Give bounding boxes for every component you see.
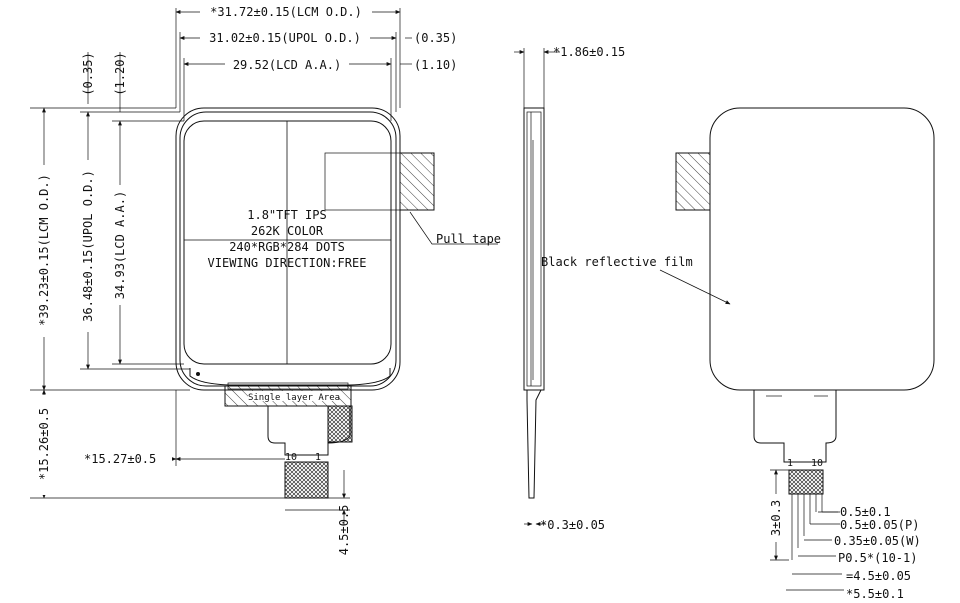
dim-top-offset-1: (0.35)	[81, 52, 95, 95]
dim-back-fpc-length: 3±0.3	[769, 500, 783, 536]
dim-pad-c: 0.35±0.05(W)	[834, 534, 921, 548]
back-view: Black reflective film 1 10 3±0.3 0.5±0.1…	[541, 107, 935, 601]
back-pin-1: 1	[787, 458, 793, 469]
dim-upol-od-width: 31.02±0.15(UPOL O.D.)	[209, 31, 361, 45]
single-layer-label: Single layer Area	[248, 393, 340, 403]
back-pin-10: 10	[811, 458, 823, 469]
front-pin-10: 10	[285, 452, 297, 463]
back-pull-tape	[675, 152, 711, 211]
side-profile-outer	[523, 107, 545, 391]
dim-lcm-od-width: *31.72±0.15(LCM O.D.)	[210, 5, 362, 19]
dim-fpc-bottom: 4.5±0.5	[337, 505, 351, 556]
dim-pad-b: 0.5±0.05(P)	[840, 518, 919, 532]
side-view: *1.86±0.15 *0.3±0.05	[514, 45, 625, 532]
spec-line-2: 262K COLOR	[251, 224, 324, 238]
black-reflective-film-label: Black reflective film	[541, 255, 693, 269]
dim-lcd-aa-width: 29.52(LCD A.A.)	[233, 58, 341, 72]
back-fpc-outline	[753, 390, 837, 463]
dim-fpc-thickness: *0.3±0.05	[540, 518, 605, 532]
active-area-outline	[183, 120, 392, 365]
dim-pad-e: =4.5±0.05	[846, 569, 911, 583]
dim-pad-a: 0.5±0.1	[840, 505, 891, 519]
spec-line-4: VIEWING DIRECTION:FREE	[208, 256, 367, 270]
dim-upol-od-height-text: 36.48±0.15(UPOL O.D.)	[81, 170, 95, 322]
back-outline	[709, 107, 935, 391]
spec-line-1: 1.8"TFT IPS	[247, 208, 326, 222]
front-view: 1.8"TFT IPS 262K COLOR 240*RGB*284 DOTS …	[30, 4, 501, 555]
fpc-connector-pad	[327, 405, 353, 443]
dim-aa-offset: (1.10)	[414, 58, 457, 72]
back-contact-finger	[788, 469, 824, 495]
front-pin-1: 1	[315, 452, 321, 463]
dim-pad-d: P0.5*(10-1)	[838, 551, 917, 565]
dim-fpc-offset: *15.27±0.5	[84, 452, 156, 466]
dim-lcm-od-height: *39.23±0.15(LCM O.D.)	[37, 174, 51, 326]
dim-upol-offset: (0.35)	[414, 31, 457, 45]
pull-tape-label: Pull tape	[436, 232, 501, 246]
spec-line-3: 240*RGB*284 DOTS	[229, 240, 345, 254]
dim-pad-f: *5.5±0.1	[846, 587, 904, 601]
dim-top-offset-2: (1.20)	[113, 52, 127, 95]
fpc-contact-finger	[284, 461, 329, 499]
dim-side-thickness: *1.86±0.15	[553, 45, 625, 59]
pull-tape	[399, 152, 435, 211]
pull-tape-hidden	[324, 152, 401, 211]
dim-lcd-aa-height: 34.93(LCD A.A.)	[113, 191, 127, 299]
dim-fpc-height: *15.26±0.5	[37, 408, 51, 480]
